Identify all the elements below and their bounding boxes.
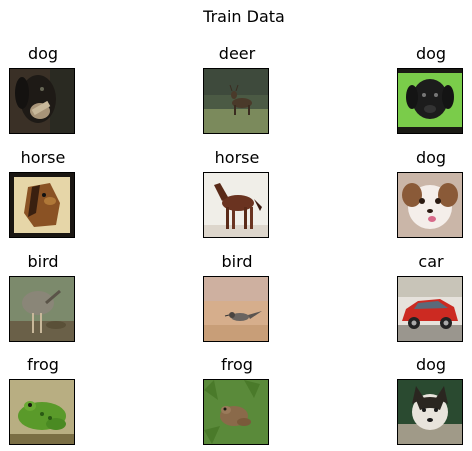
horse-head-painting-photo [9, 172, 75, 238]
ostrich-photo [9, 276, 75, 342]
figure-title: Train Data [203, 7, 285, 26]
cell-label: dog [415, 148, 447, 167]
cell-label: car [418, 252, 444, 271]
husky-dog-photo [397, 379, 463, 445]
brown-toad-on-grass-photo [203, 379, 269, 445]
cell-label: bird [27, 252, 59, 271]
cell-label: dog [415, 355, 447, 374]
black-dog-on-green-photo [397, 68, 463, 134]
deer-in-field-photo [203, 68, 269, 134]
cell-label: dog [27, 44, 59, 63]
cell-label: horse [214, 148, 260, 167]
small-bird-on-sand-photo [203, 276, 269, 342]
cell-label: frog [221, 355, 253, 374]
green-frog-photo [9, 379, 75, 445]
brown-horse-photo [203, 172, 269, 238]
dark-dog-photo [9, 68, 75, 134]
cell-label: bird [221, 252, 253, 271]
red-car-photo [397, 276, 463, 342]
cell-label: horse [20, 148, 66, 167]
cell-label: deer [218, 44, 256, 63]
cell-label: dog [415, 44, 447, 63]
cell-label: frog [27, 355, 59, 374]
small-white-dog-photo [397, 172, 463, 238]
